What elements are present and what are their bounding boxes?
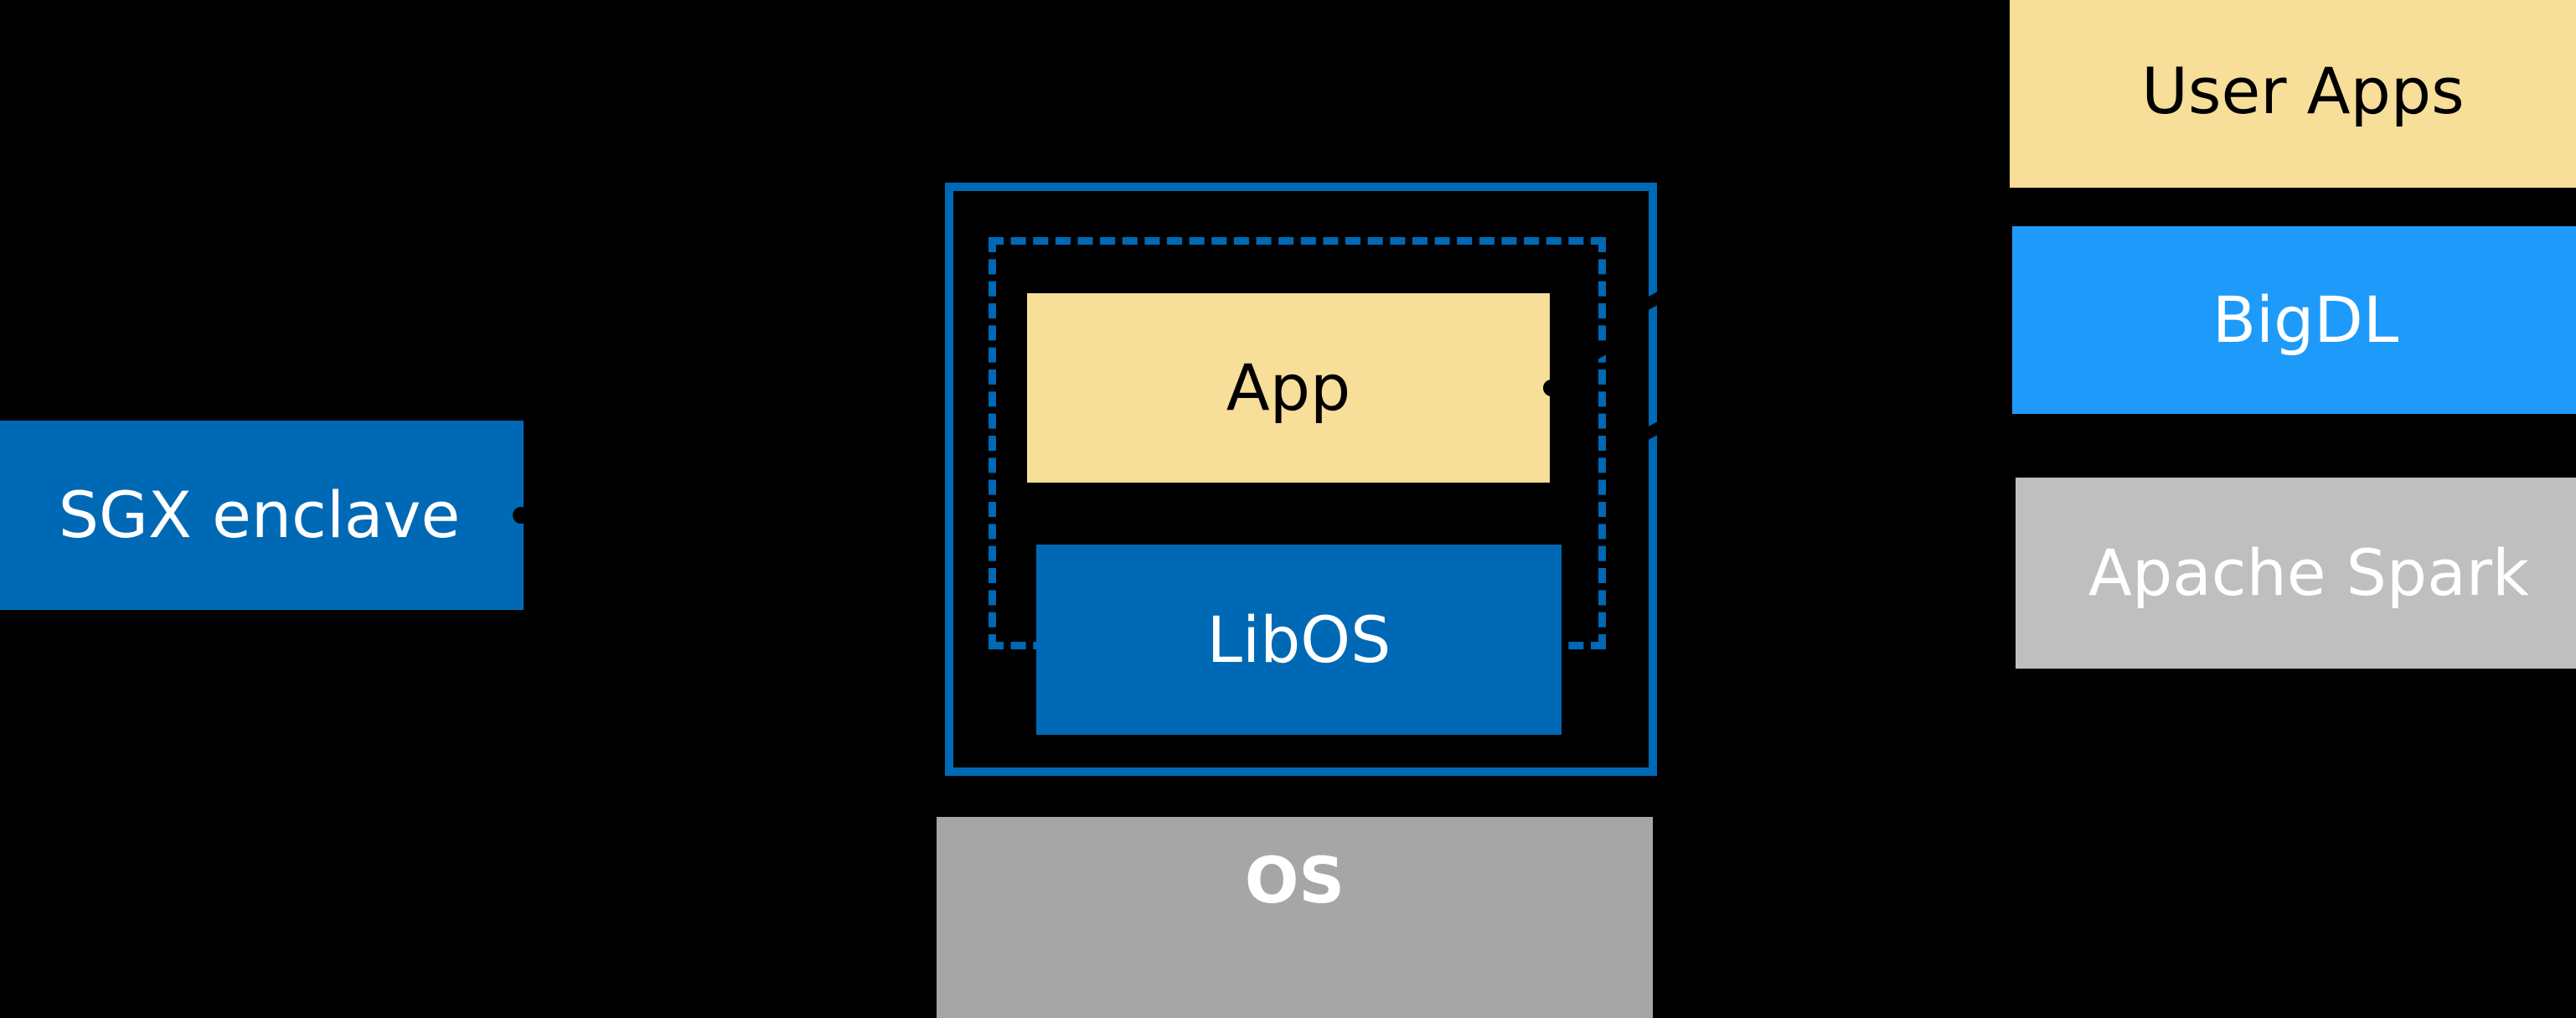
bigdl-box[interactable]: BigDL: [2012, 226, 2576, 414]
libos-box[interactable]: LibOS: [1036, 545, 1562, 735]
sgx-enclave-label: SGX enclave: [58, 478, 461, 553]
app-box[interactable]: App: [1027, 293, 1550, 483]
app-label: App: [1226, 350, 1351, 426]
app-connector-dot: [1543, 380, 1560, 396]
apache-spark-label: Apache Spark: [2088, 535, 2529, 611]
apache-spark-box[interactable]: Apache Spark: [2016, 478, 2576, 669]
user-apps-label: User Apps: [2141, 54, 2465, 129]
sgx-enclave-box[interactable]: SGX enclave: [0, 421, 524, 610]
os-box[interactable]: OS: [937, 817, 1653, 1018]
enclave-boundary-frame: [945, 183, 1657, 776]
libos-label: LibOS: [1206, 602, 1391, 677]
bigdl-label: BigDL: [2212, 282, 2399, 358]
os-label: OS: [1244, 843, 1345, 917]
user-apps-box[interactable]: User Apps: [2010, 0, 2576, 188]
sgx-enclave-connector-dot: [513, 507, 529, 524]
